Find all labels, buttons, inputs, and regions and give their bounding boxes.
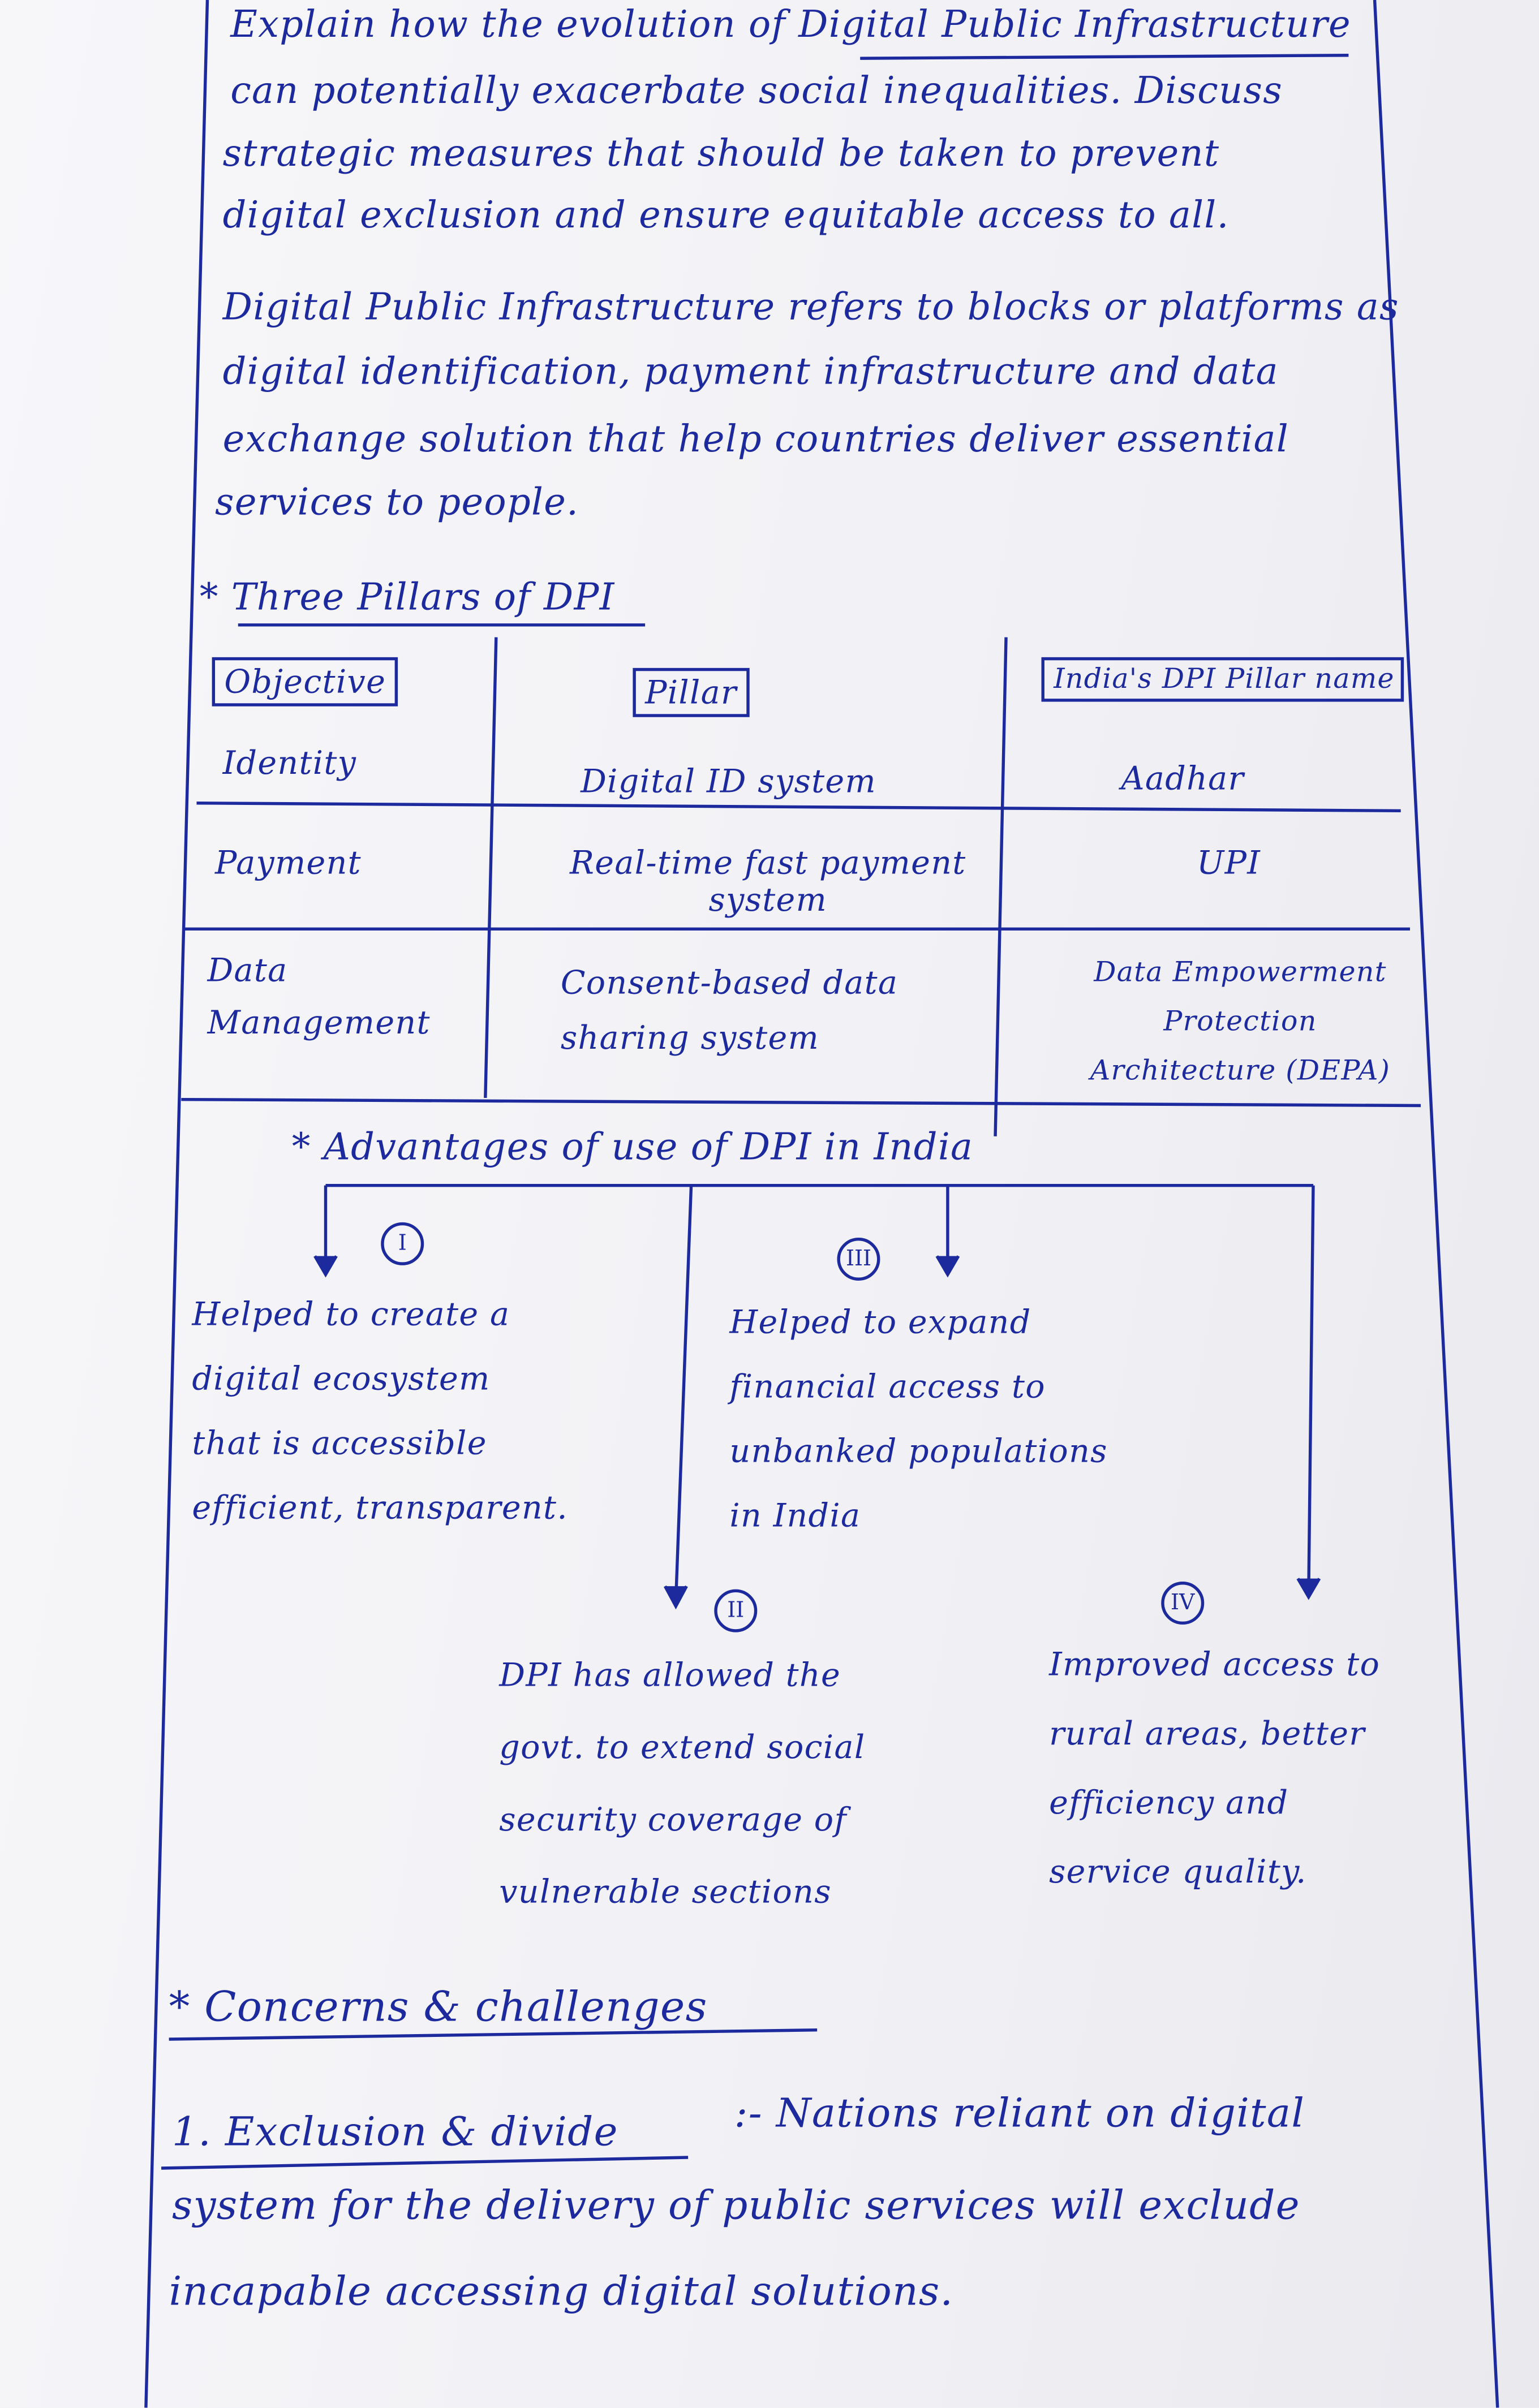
advantage-line: govt. to extend social <box>499 1729 866 1766</box>
advantage-number: II <box>714 1589 758 1632</box>
table-row-line <box>196 802 1401 813</box>
advantage-line: service quality. <box>1049 1853 1307 1890</box>
underline-exclusion <box>161 2156 689 2170</box>
underline-concerns <box>169 2028 818 2041</box>
header-objective: Objective <box>212 657 398 707</box>
margin-line-right <box>1373 0 1499 2408</box>
concerns-heading: * Concerns & challenges <box>169 1984 708 2032</box>
advantage-line: vulnerable sections <box>499 1873 832 1910</box>
advantage-line: in India <box>729 1497 861 1534</box>
advantage-line: that is accessible <box>192 1425 487 1462</box>
advantage-line: efficient, transparent. <box>192 1489 568 1527</box>
definition-line: exchange solution that help countries de… <box>222 417 1289 461</box>
advantages-heading: * Advantages of use of DPI in India <box>291 1125 974 1169</box>
advantage-line: Helped to create a <box>192 1296 510 1333</box>
advantage-number: IV <box>1161 1582 1205 1625</box>
concern-line: :- Nations reliant on digital <box>734 2091 1305 2138</box>
arrow-4 <box>1307 1185 1315 1594</box>
question-line: strategic measures that should be taken … <box>222 132 1220 175</box>
cell-pillar: Consent-based data sharing system <box>560 964 899 1057</box>
advantage-line: DPI has allowed the <box>499 1657 841 1694</box>
advantage-line: rural areas, better <box>1049 1715 1365 1752</box>
advantage-line: digital ecosystem <box>192 1360 491 1398</box>
margin-line-left <box>144 0 209 2408</box>
header-dpi-name: India's DPI Pillar name <box>1041 657 1404 702</box>
cell-name: UPI <box>1197 845 1261 882</box>
table-row-line <box>181 1097 1421 1108</box>
cell-objective: Data Management <box>207 952 431 1041</box>
advantage-line: unbanked populations <box>729 1432 1108 1470</box>
advantage-item-4: Improved access to rural areas, better e… <box>1049 1631 1380 1907</box>
cell-objective: Payment <box>215 845 362 882</box>
cell-objective: Identity <box>222 744 357 782</box>
cell-pillar: Digital ID system <box>581 763 876 800</box>
exclusion-title: 1. Exclusion & divide <box>172 2109 618 2156</box>
advantage-line: Helped to expand <box>729 1303 1031 1341</box>
definition-line: digital identification, payment infrastr… <box>222 350 1279 393</box>
advantage-item-1: Helped to create a digital ecosystem tha… <box>192 1282 568 1540</box>
table-col-line <box>484 637 498 1099</box>
header-pillar: Pillar <box>633 667 750 717</box>
concern-line: incapable accessing digital solutions. <box>169 2269 954 2316</box>
cell-pillar: Real-time fast payment system <box>570 845 966 919</box>
pillars-heading: * Three Pillars of DPI <box>199 575 615 619</box>
arrow-2 <box>674 1185 693 1602</box>
advantage-line: Improved access to <box>1049 1646 1381 1683</box>
advantage-item-3: Helped to expand financial access to unb… <box>729 1290 1107 1548</box>
advantage-line: security coverage of <box>499 1801 847 1838</box>
definition-line: services to people. <box>215 480 579 524</box>
advantage-line: financial access to <box>729 1368 1046 1405</box>
advantage-item-2: DPI has allowed the govt. to extend soci… <box>499 1640 865 1928</box>
cell-name: Aadhar <box>1121 760 1245 797</box>
concern-line: system for the delivery of public servic… <box>172 2183 1300 2230</box>
question-line: Explain how the evolution of Digital Pub… <box>230 3 1351 46</box>
advantage-number: III <box>837 1237 880 1281</box>
definition-line: Digital Public Infrastructure refers to … <box>222 285 1399 329</box>
advantage-line: efficiency and <box>1049 1784 1289 1821</box>
cell-name: Data Empowerment Protection Architecture… <box>1090 957 1391 1087</box>
question-line: can potentially exacerbate social inequa… <box>230 69 1283 113</box>
question-line: digital exclusion and ensure equitable a… <box>222 193 1230 237</box>
underline-dpi <box>860 54 1349 60</box>
table-col-line <box>994 637 1008 1136</box>
advantage-number: I <box>381 1222 424 1265</box>
